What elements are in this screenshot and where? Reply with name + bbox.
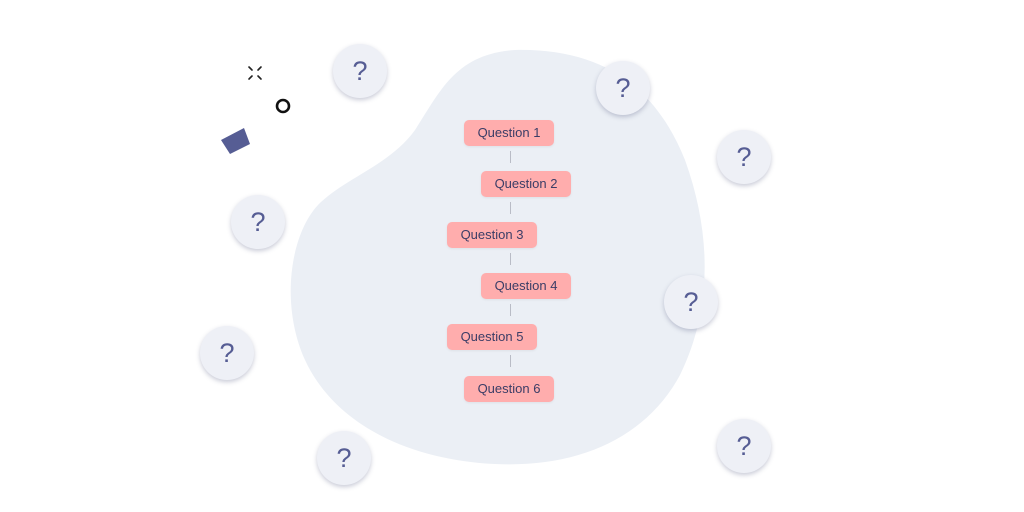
question-mark-icon: ?: [664, 275, 718, 329]
question-mark-icon: ?: [596, 61, 650, 115]
connector-line: [510, 202, 511, 214]
question-step-5: Question 5: [447, 324, 537, 350]
question-mark-icon: ?: [231, 195, 285, 249]
wedge-icon: [221, 128, 250, 154]
ring-icon: [275, 98, 291, 114]
question-mark-icon: ?: [317, 431, 371, 485]
question-step-2: Question 2: [481, 171, 571, 197]
question-mark-icon: ?: [200, 326, 254, 380]
connector-line: [510, 355, 511, 367]
question-mark-icon: ?: [717, 419, 771, 473]
connector-line: [510, 151, 511, 163]
question-step-4: Question 4: [481, 273, 571, 299]
sparkle-icon: [248, 66, 262, 80]
question-step-1: Question 1: [464, 120, 554, 146]
connector-line: [510, 253, 511, 265]
blob-shape: [290, 49, 705, 465]
question-mark-icon: ?: [333, 44, 387, 98]
connector-line: [510, 304, 511, 316]
question-step-3: Question 3: [447, 222, 537, 248]
question-step-6: Question 6: [464, 376, 554, 402]
question-mark-icon: ?: [717, 130, 771, 184]
